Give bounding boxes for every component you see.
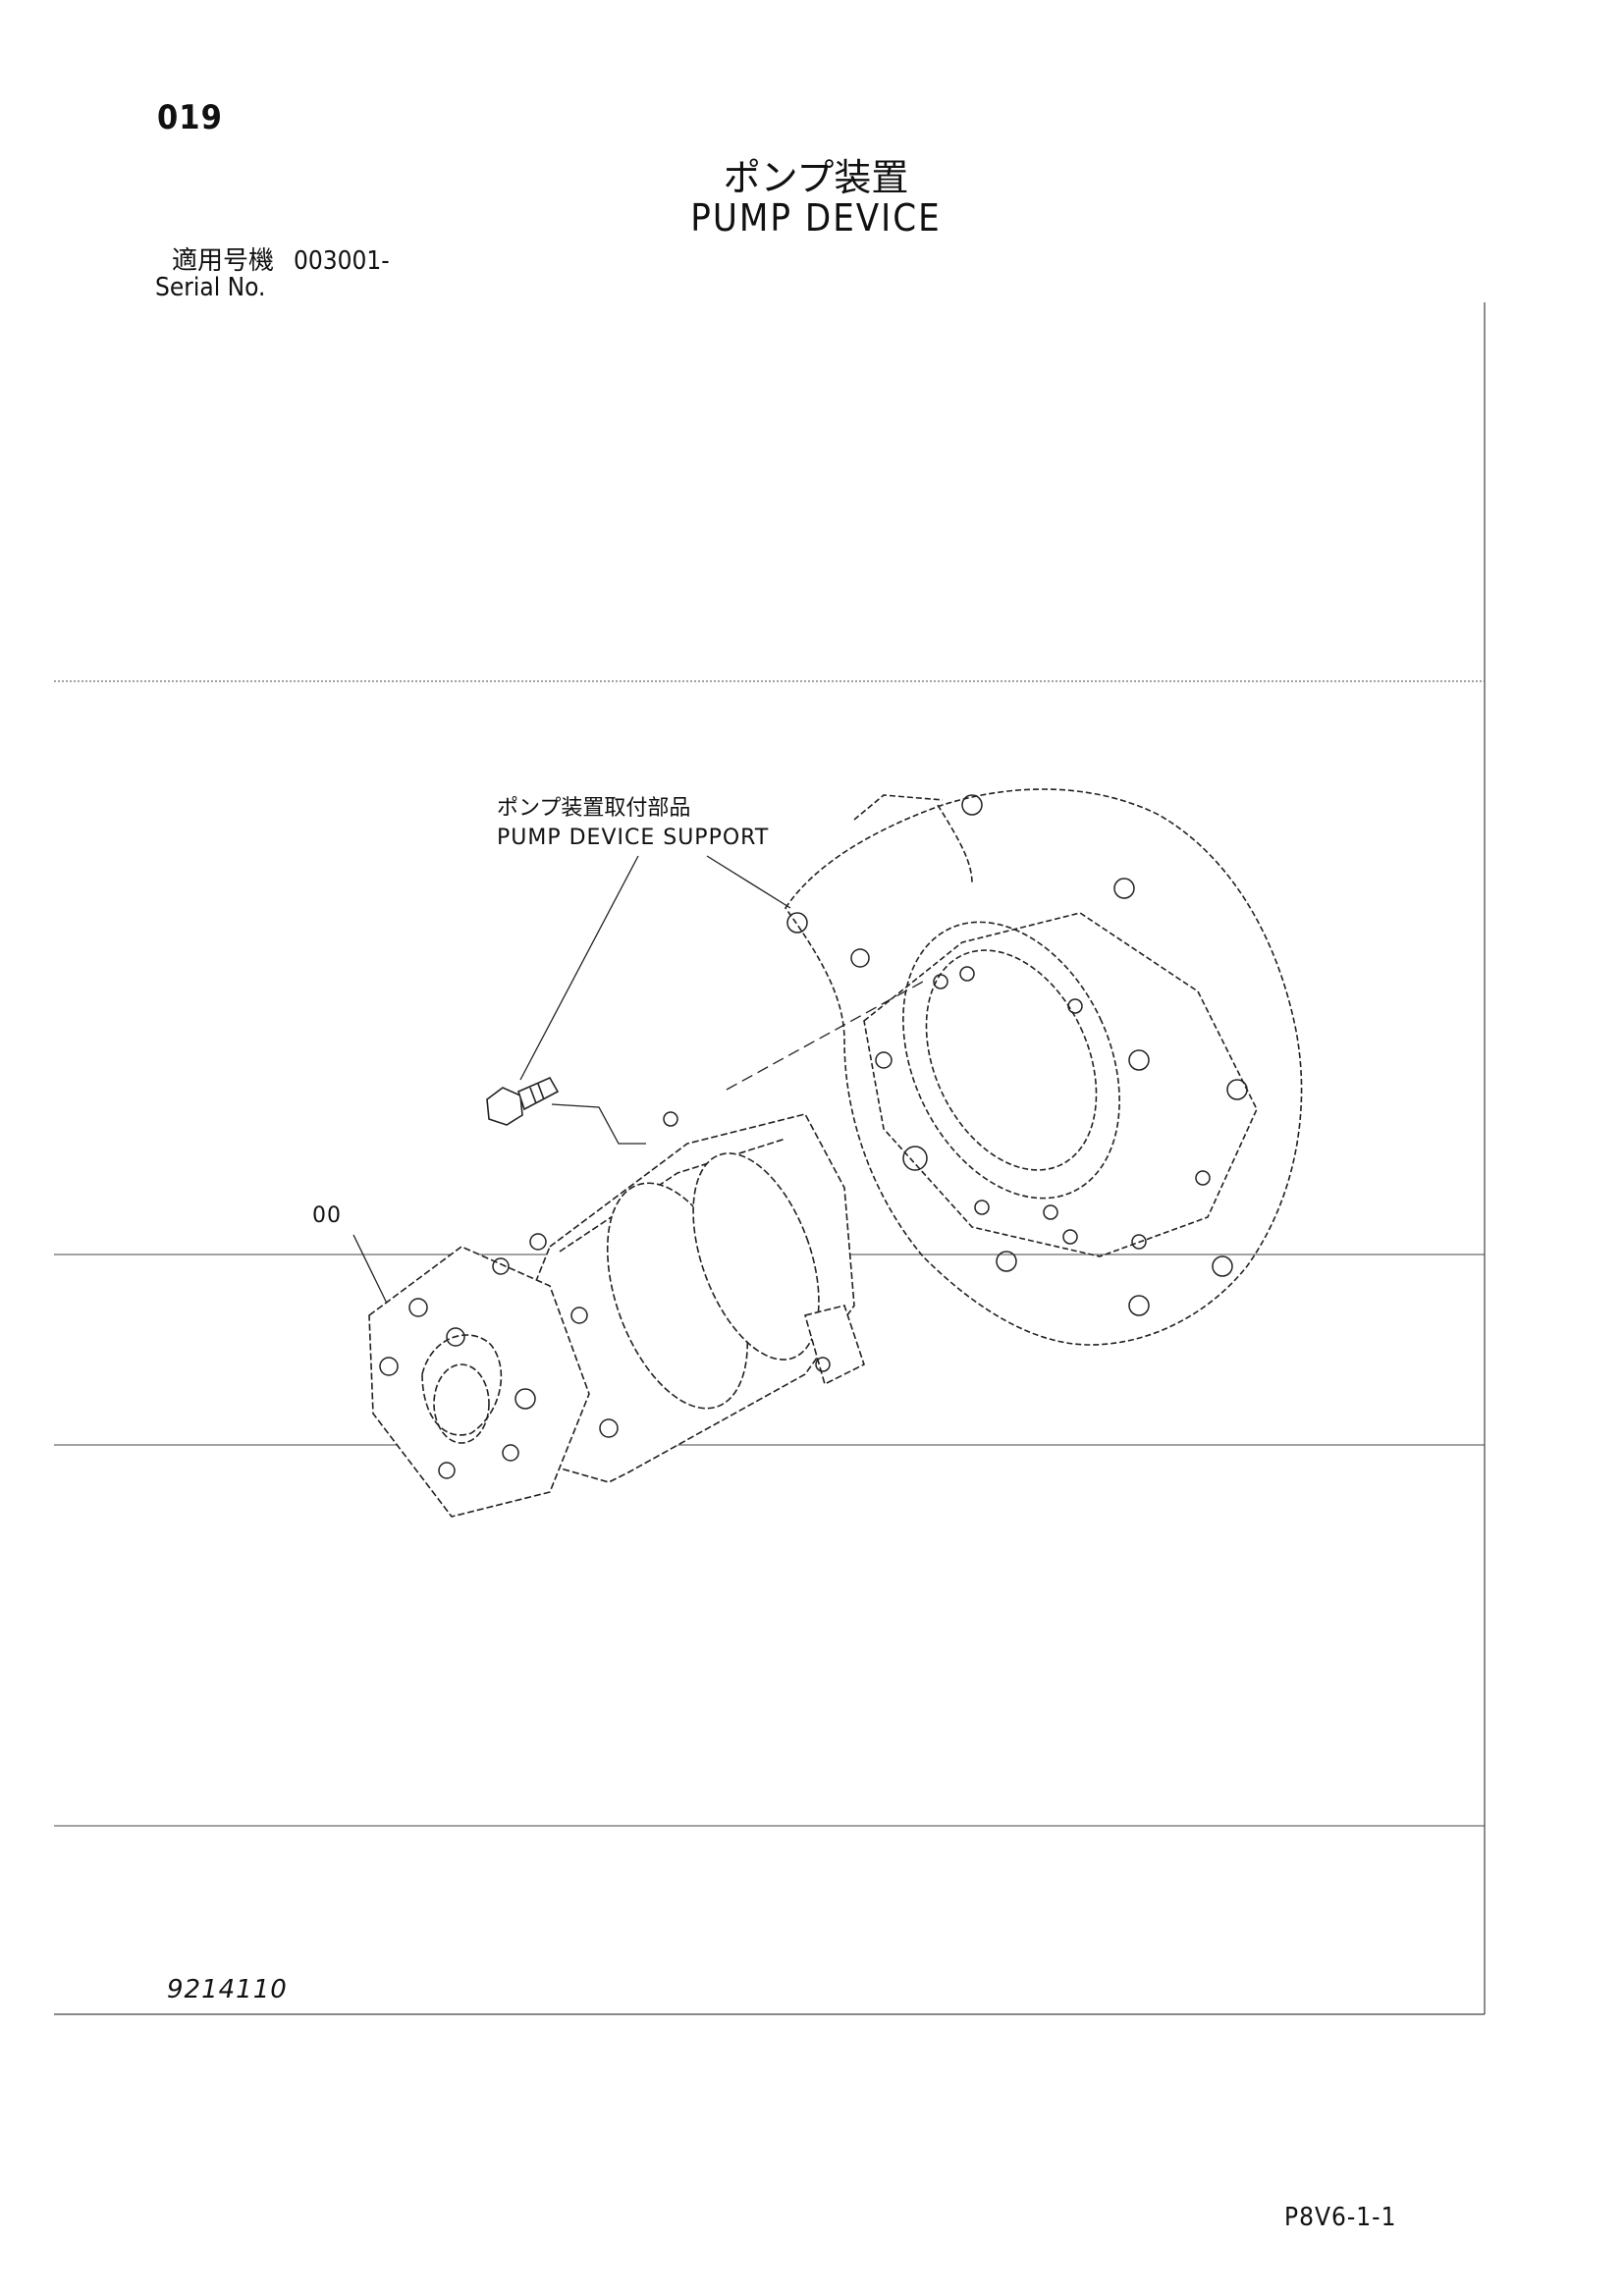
drawing-number: 9214110	[167, 1975, 288, 2004]
pump-body	[490, 1113, 865, 1483]
page-title-jp: ポンプ装置	[723, 156, 909, 199]
pump-bolt-holes	[379, 1111, 831, 1479]
flywheel-housing	[785, 788, 1303, 1346]
serial-label-en: Serial No.	[155, 273, 266, 302]
mounting-bolt	[486, 1076, 560, 1126]
serial-value: 003001-	[294, 246, 390, 276]
page-title-en: PUMP DEVICE	[690, 196, 942, 240]
callout-support-en: PUMP DEVICE SUPPORT	[497, 826, 769, 850]
housing-bolt-holes	[786, 794, 1248, 1316]
page-number: 019	[157, 98, 223, 137]
callout-support-jp: ポンプ装置取付部品	[497, 796, 690, 821]
page-code: P8V6-1-1	[1284, 2203, 1397, 2232]
callout-part-number: 00	[312, 1203, 342, 1228]
serial-label-jp: 適用号機	[172, 246, 275, 276]
serial-info: 適用号機 003001- Serial No.	[155, 248, 390, 301]
frame-lines	[54, 302, 1486, 2015]
